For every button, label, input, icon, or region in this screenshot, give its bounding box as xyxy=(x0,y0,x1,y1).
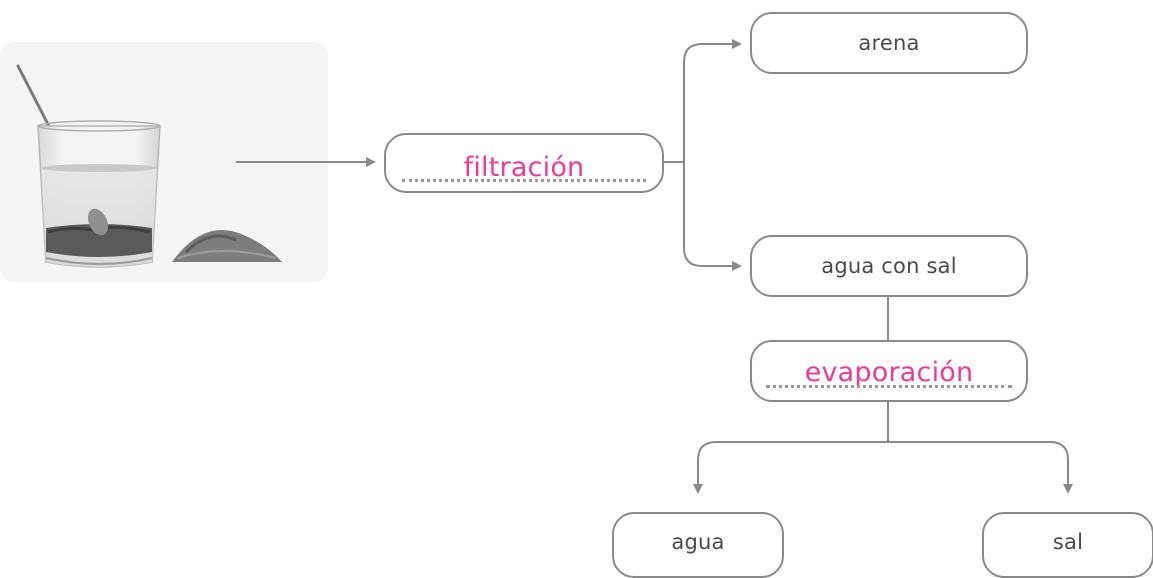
result-water-box: agua xyxy=(612,512,784,578)
result-saltwater-box: agua con sal xyxy=(750,235,1028,297)
arrow-to-water xyxy=(693,441,888,494)
result-saltwater-label: agua con sal xyxy=(821,254,957,278)
step-evaporation-answer: evaporación xyxy=(804,357,974,388)
result-sand-box: arena xyxy=(750,12,1028,74)
arrow-to-arena xyxy=(683,39,742,162)
arrow-to-saltwater xyxy=(683,162,742,271)
step-filtration-answer: filtración xyxy=(463,152,585,183)
answer-blank-line xyxy=(766,385,1012,388)
step-filtration-box: filtración xyxy=(384,133,664,193)
result-sand-label: arena xyxy=(858,31,920,55)
glass-with-sand-icon xyxy=(16,64,282,268)
result-water-label: agua xyxy=(671,530,725,554)
answer-blank-line xyxy=(402,179,646,182)
result-salt-box: sal xyxy=(982,512,1153,578)
result-salt-label: sal xyxy=(1052,530,1084,554)
arrow-to-salt xyxy=(888,441,1073,494)
step-evaporation-box: evaporación xyxy=(750,340,1028,402)
